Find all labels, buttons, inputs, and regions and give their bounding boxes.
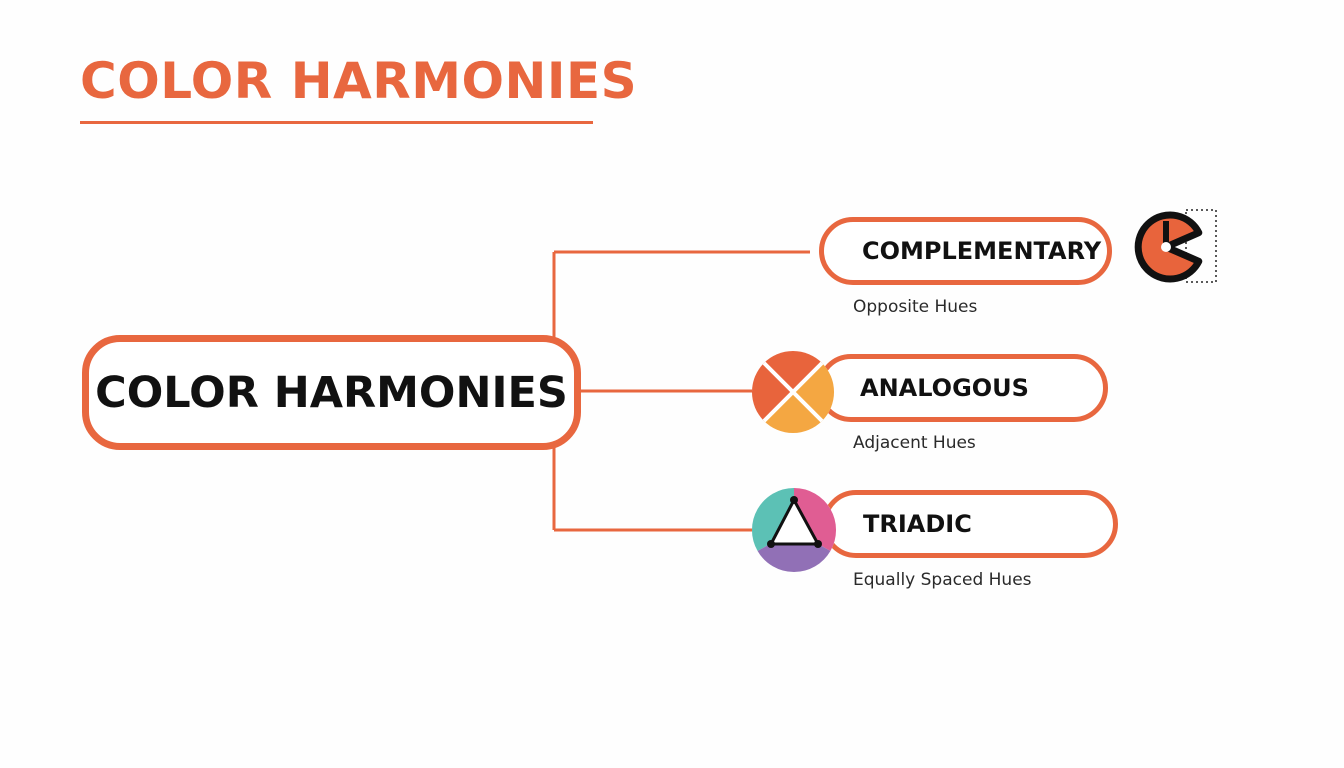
- analogous-wheel-icon: [751, 350, 835, 434]
- branch-label: ANALOGOUS: [860, 374, 1029, 402]
- title-underline: [80, 121, 593, 124]
- branch-triadic[interactable]: TRIADIC: [822, 490, 1118, 558]
- branch-subtitle: Opposite Hues: [853, 297, 978, 317]
- central-hub-node[interactable]: COLOR HARMONIES: [82, 335, 581, 450]
- complementary-wheel-icon: [1134, 209, 1217, 283]
- branch-complementary[interactable]: COMPLEMENTARY: [819, 217, 1112, 285]
- branch-subtitle: Adjacent Hues: [853, 433, 976, 453]
- hub-label: COLOR HARMONIES: [95, 367, 568, 418]
- branch-label: COMPLEMENTARY: [862, 237, 1102, 265]
- page-title: COLOR HARMONIES: [80, 52, 638, 110]
- branch-subtitle: Equally Spaced Hues: [853, 570, 1032, 590]
- triadic-wheel-icon: [751, 488, 837, 573]
- branch-analogous[interactable]: ANALOGOUS: [817, 354, 1108, 422]
- branch-label: TRIADIC: [863, 510, 972, 538]
